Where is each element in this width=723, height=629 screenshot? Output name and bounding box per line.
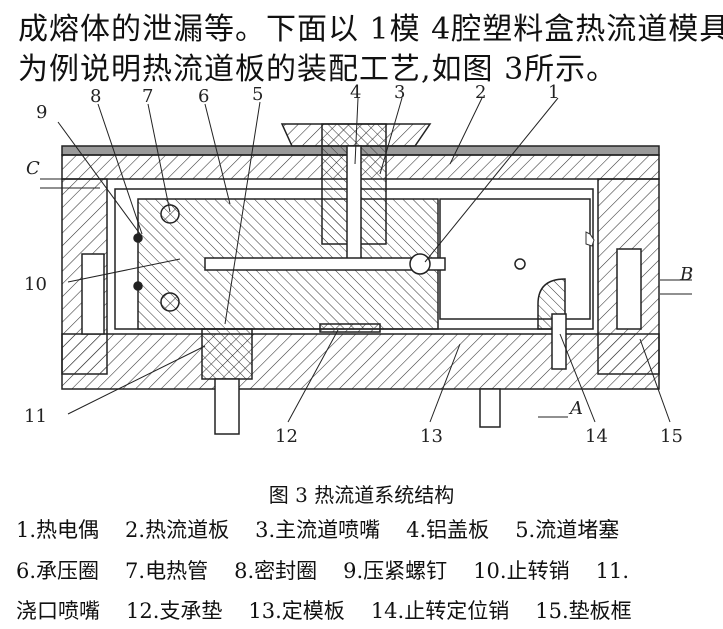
cursor-icon bbox=[585, 231, 595, 247]
legend-row-3: 浇口喷嘴 12.支承垫 13.定模板 14.止转定位销 15.垫板框 bbox=[16, 595, 632, 625]
part-label-12: 12 bbox=[275, 426, 298, 447]
part-label-9: 9 bbox=[36, 102, 47, 123]
part-label-8: 8 bbox=[90, 86, 101, 107]
mold-body bbox=[61, 123, 660, 435]
hot-runner-drawing: 1 2 3 4 5 6 7 8 9 10 11 12 13 14 15 C B … bbox=[24, 84, 693, 447]
legend-row-1: 1.热电偶 2.热流道板 3.主流道喷嘴 4.铝盖板 5.流道堵塞 bbox=[16, 514, 619, 544]
legend-item: 15.垫板框 bbox=[535, 599, 632, 623]
legend-item: 13.定模板 bbox=[248, 599, 345, 623]
part-label-1: 1 bbox=[548, 84, 559, 103]
legend-item: 2.热流道板 bbox=[125, 518, 230, 542]
legend-item: 7.电热管 bbox=[125, 559, 209, 583]
legend-item: 3.主流道喷嘴 bbox=[255, 518, 381, 542]
paragraph-line-2: 为例说明热流道板的装配工艺,如图 3所示。 bbox=[18, 52, 618, 87]
part-label-4: 4 bbox=[350, 84, 361, 103]
part-label-3: 3 bbox=[394, 84, 405, 103]
part-label-6: 6 bbox=[198, 86, 209, 107]
legend-row-2: 6.承压圈 7.电热管 8.密封圈 9.压紧螺钉 10.止转销 11. bbox=[16, 555, 629, 585]
dimension-label-a: A bbox=[568, 398, 583, 419]
legend-item: 4.铝盖板 bbox=[406, 518, 490, 542]
dimension-label-b: B bbox=[679, 264, 693, 285]
part-number-labels: 1 2 3 4 5 6 7 8 9 10 11 12 13 14 15 bbox=[24, 84, 683, 447]
part-label-2: 2 bbox=[475, 84, 486, 103]
legend-item: 11. bbox=[595, 559, 629, 583]
legend-item: 5.流道堵塞 bbox=[515, 518, 620, 542]
part-label-15: 15 bbox=[660, 426, 683, 447]
legend-item: 10.止转销 bbox=[473, 559, 570, 583]
legend-item: 6.承压圈 bbox=[16, 559, 100, 583]
part-label-10: 10 bbox=[24, 274, 47, 295]
part-label-5: 5 bbox=[252, 84, 263, 105]
leader-lines bbox=[40, 97, 692, 423]
legend-item: 8.密封圈 bbox=[234, 559, 318, 583]
legend-item: 1.热电偶 bbox=[16, 518, 100, 542]
part-label-13: 13 bbox=[420, 426, 443, 447]
dimension-labels: C B A bbox=[26, 158, 693, 419]
legend-item: 14.止转定位销 bbox=[370, 599, 510, 623]
legend-item: 浇口喷嘴 bbox=[16, 599, 100, 623]
legend-item: 9.压紧螺钉 bbox=[343, 559, 448, 583]
legend-item: 12.支承垫 bbox=[126, 599, 223, 623]
figure-caption: 图 3 热流道系统结构 bbox=[268, 483, 455, 507]
paragraph-line-1: 成熔体的泄漏等。下面以 1模 4腔塑料盒热流道模具 bbox=[18, 12, 723, 47]
dimension-label-c: C bbox=[26, 158, 40, 179]
part-label-11: 11 bbox=[24, 406, 47, 427]
part-label-14: 14 bbox=[585, 426, 608, 447]
part-label-7: 7 bbox=[142, 86, 153, 107]
